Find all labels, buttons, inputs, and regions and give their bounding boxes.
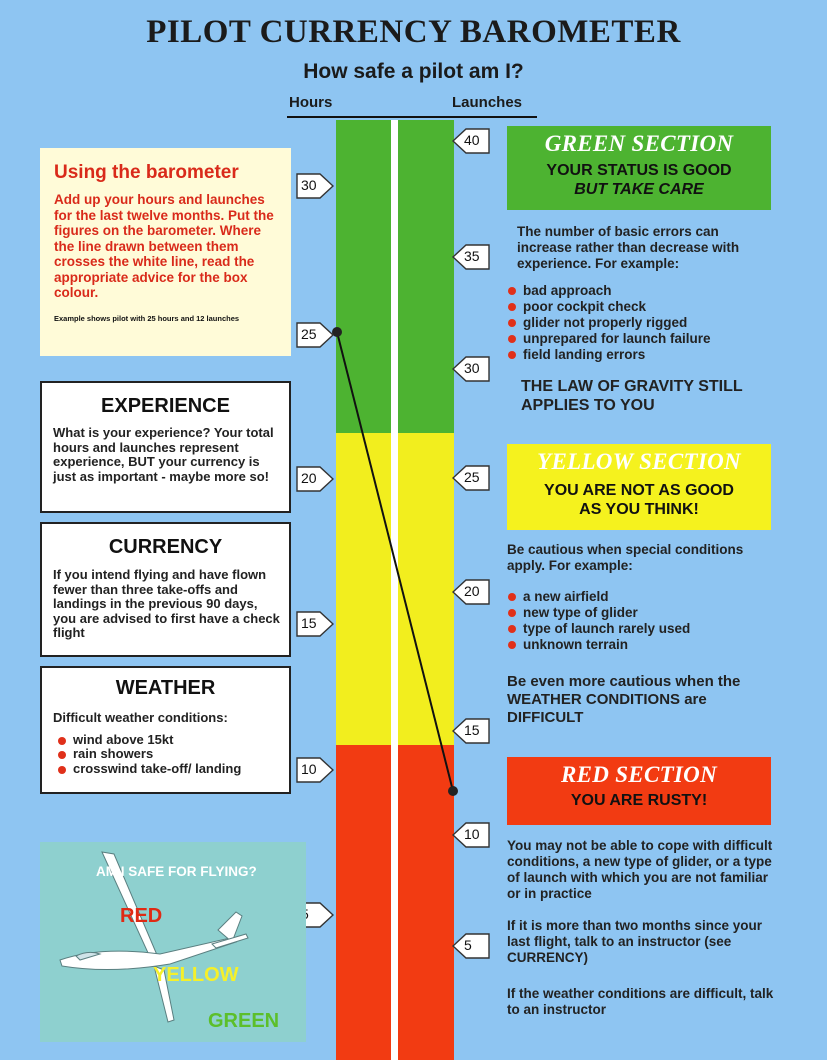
list-item: new type of glider xyxy=(506,605,776,621)
green-section-box: GREEN SECTION YOUR STATUS IS GOOD BUT TA… xyxy=(507,126,771,210)
green-status-line2: BUT TAKE CARE xyxy=(574,181,704,198)
launch-marker-value: 30 xyxy=(464,360,480,376)
page-subtitle: How safe a pilot am I? xyxy=(303,60,524,83)
list-item: field landing errors xyxy=(506,347,776,363)
weather-intro: Difficult weather conditions: xyxy=(53,710,228,725)
hours-marker-value: 25 xyxy=(301,326,317,342)
safety-question: AM I SAFE FOR FLYING? xyxy=(96,864,257,879)
list-item: bad approach xyxy=(506,283,776,299)
launch-marker-value: 15 xyxy=(464,722,480,738)
yellow-status-line2: AS YOU THINK! xyxy=(579,501,699,518)
green-label: GREEN xyxy=(208,1010,280,1032)
experience-panel: EXPERIENCE What is your experience? Your… xyxy=(40,381,291,513)
launch-marker-value: 40 xyxy=(464,132,480,148)
hours-marker-value: 30 xyxy=(301,177,317,193)
launch-marker-value: 25 xyxy=(464,469,480,485)
example-launches-point xyxy=(448,786,458,796)
experience-body: What is your experience? Your total hour… xyxy=(53,425,274,484)
red-label: RED xyxy=(120,905,163,927)
example-hours-point xyxy=(332,327,342,337)
list-item: a new airfield xyxy=(506,589,776,605)
hours-marker-arrow-icon: 20 xyxy=(296,466,334,492)
list-item: rain showers xyxy=(56,746,285,762)
hours-marker-value: 15 xyxy=(301,615,317,631)
hours-marker-arrow-icon: 15 xyxy=(296,611,334,637)
using-body: Add up your hours and launches for the l… xyxy=(54,192,274,300)
weather-title: WEATHER xyxy=(115,677,216,699)
list-item: crosswind take-off/ landing xyxy=(56,761,285,777)
red-section-title: RED SECTION xyxy=(560,762,718,787)
list-item: poor cockpit check xyxy=(506,299,776,315)
launch-marker-arrow-icon: 20 xyxy=(452,579,490,605)
launch-marker-arrow-icon: 40 xyxy=(452,128,490,154)
launch-marker-arrow-icon: 10 xyxy=(452,822,490,848)
currency-body: If you intend flying and have flown fewe… xyxy=(53,567,280,640)
yellow-conditions-list: a new airfield new type of glider type o… xyxy=(506,589,776,653)
red-paragraph-2: If it is more than two months since your… xyxy=(507,918,763,965)
launch-marker-value: 5 xyxy=(464,937,472,953)
yellow-section-box: YELLOW SECTION YOU ARE NOT AS GOOD AS YO… xyxy=(507,444,771,530)
list-item: unprepared for launch failure xyxy=(506,331,776,347)
yellow-section-title: YELLOW SECTION xyxy=(537,449,741,474)
launches-column-label: Launches xyxy=(452,94,523,111)
using-barometer-panel: Using the barometer Add up your hours an… xyxy=(40,148,291,356)
green-closing: THE LAW OF GRAVITY STILL APPLIES TO YOU xyxy=(521,378,743,414)
barometer-center-line xyxy=(391,120,398,1060)
green-error-list: bad approach poor cockpit check glider n… xyxy=(506,283,776,363)
experience-title: EXPERIENCE xyxy=(101,395,230,417)
yellow-label: YELLOW xyxy=(153,964,239,986)
launch-marker-arrow-icon: 15 xyxy=(452,718,490,744)
yellow-closing: Be even more cautious when the WEATHER C… xyxy=(507,673,741,726)
red-section-box: RED SECTION YOU ARE RUSTY! xyxy=(507,757,771,825)
using-title: Using the barometer xyxy=(54,162,239,183)
hours-marker-value: 10 xyxy=(301,761,317,777)
red-status-line1: YOU ARE RUSTY! xyxy=(570,792,708,809)
launch-marker-arrow-icon: 5 xyxy=(452,933,490,959)
hours-marker-arrow-icon: 25 xyxy=(296,322,334,348)
weather-panel: WEATHER Difficult weather conditions: wi… xyxy=(40,666,291,794)
launch-marker-value: 10 xyxy=(464,826,480,842)
list-item: wind above 15kt xyxy=(56,732,285,748)
green-intro: The number of basic errors can increase … xyxy=(517,224,740,271)
weather-list: wind above 15kt rain showers crosswind t… xyxy=(42,726,289,777)
hours-column-label: Hours xyxy=(289,94,333,111)
launch-marker-arrow-icon: 35 xyxy=(452,244,490,270)
launch-marker-arrow-icon: 30 xyxy=(452,356,490,382)
launch-marker-value: 20 xyxy=(464,583,480,599)
green-status-line1: YOUR STATUS IS GOOD xyxy=(546,162,732,179)
glider-panel: AM I SAFE FOR FLYING? RED YELLOW GREEN xyxy=(40,842,306,1042)
page-title: PILOT CURRENCY BAROMETER xyxy=(146,14,681,50)
glider-icon xyxy=(59,851,249,1023)
using-example-note: Example shows pilot with 25 hours and 12… xyxy=(54,313,240,323)
launch-marker-arrow-icon: 25 xyxy=(452,465,490,491)
list-item: unknown terrain xyxy=(506,637,776,653)
green-section-title: GREEN SECTION xyxy=(544,131,734,156)
yellow-status-line1: YOU ARE NOT AS GOOD xyxy=(544,482,734,499)
list-item: type of launch rarely used xyxy=(506,621,776,637)
red-paragraph-3: If the weather conditions are difficult,… xyxy=(507,986,774,1017)
currency-panel: CURRENCY If you intend flying and have f… xyxy=(40,522,291,657)
yellow-intro: Be cautious when special conditions appl… xyxy=(507,542,744,573)
list-item: glider not properly rigged xyxy=(506,315,776,331)
header-rule xyxy=(287,116,537,118)
hours-marker-arrow-icon: 10 xyxy=(296,757,334,783)
launch-marker-value: 35 xyxy=(464,248,480,264)
red-paragraph-1: You may not be able to cope with difficu… xyxy=(507,838,773,901)
hours-marker-value: 20 xyxy=(301,470,317,486)
hours-marker-arrow-icon: 30 xyxy=(296,173,334,199)
currency-title: CURRENCY xyxy=(108,536,223,558)
